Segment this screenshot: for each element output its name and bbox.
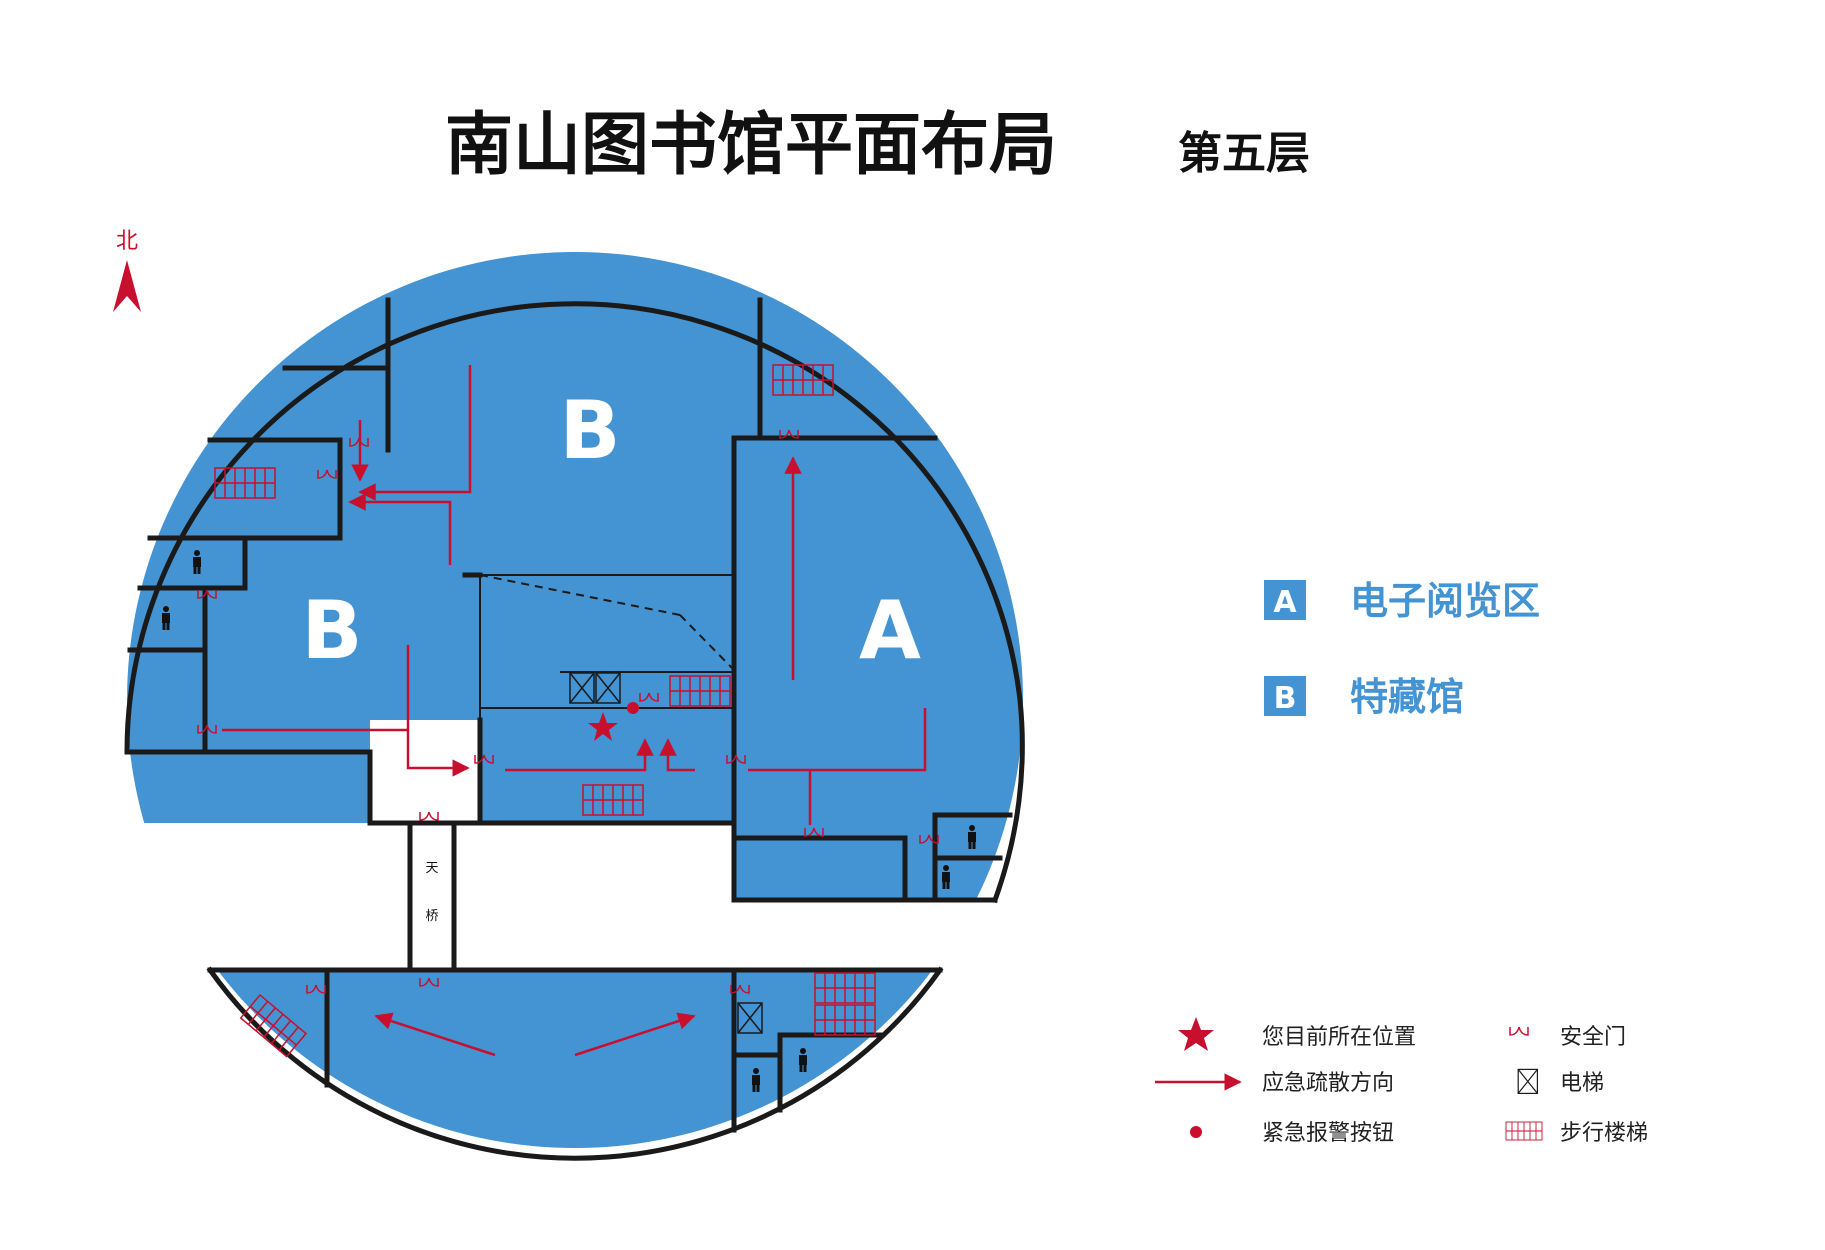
symbol-legend: 您目前所在位置 应急疏散方向 紧急报警按钮 安全门 电梯 步行楼梯 <box>1155 1017 1648 1146</box>
compass-label: 北 <box>116 229 138 254</box>
legend-safety-door: 安全门 <box>1560 1025 1626 1050</box>
zone-legend-item-b: B 特藏馆 <box>1264 675 1464 719</box>
north-arrow-icon <box>113 260 141 312</box>
page-title: 南山图书馆平面布局 第五层 <box>445 106 1310 185</box>
outer-wall <box>124 301 1025 1161</box>
zone-legend-item-a: A 电子阅览区 <box>1264 579 1540 623</box>
zone-b-swatch-letter: B <box>1274 681 1297 716</box>
legend-you-are-here: 您目前所在位置 <box>1262 1025 1416 1050</box>
title-floor: 第五层 <box>1178 128 1310 179</box>
zone-a-name: 电子阅览区 <box>1350 579 1540 623</box>
zone-b-left-label: B <box>302 584 363 677</box>
elevator-icon <box>1517 1068 1539 1095</box>
zone-a-swatch <box>1264 580 1306 620</box>
safety-door-icon <box>1509 1026 1529 1036</box>
evacuation-routes <box>222 365 927 1057</box>
bridge-label-2: 桥 <box>425 909 438 924</box>
safety-door-icon <box>419 811 439 821</box>
zone-b-upper-label: B <box>560 384 621 477</box>
zone-a-swatch-letter: A <box>1273 585 1297 620</box>
interior-walls <box>127 297 1013 1133</box>
zone-legend: A 电子阅览区 B 特藏馆 <box>1264 579 1540 719</box>
zone-b-name: 特藏馆 <box>1350 675 1464 719</box>
legend-alarm: 紧急报警按钮 <box>1262 1121 1394 1146</box>
legend-evacuation: 应急疏散方向 <box>1262 1071 1394 1096</box>
legend-elevator: 电梯 <box>1560 1071 1604 1096</box>
stairs-icon <box>1505 1121 1543 1141</box>
star-icon <box>1178 1017 1214 1051</box>
title-main: 南山图书馆平面布局 <box>445 106 1057 185</box>
zone-b-swatch <box>1264 676 1306 716</box>
zone-a-label: A <box>859 584 921 677</box>
legend-stairs: 步行楼梯 <box>1560 1121 1648 1146</box>
you-are-here-marker <box>588 712 618 741</box>
dot-icon <box>1190 1126 1202 1138</box>
alarm-button-marker <box>627 702 639 714</box>
north-compass: 北 <box>113 229 141 312</box>
bridge-label-1: 天 <box>425 861 438 876</box>
